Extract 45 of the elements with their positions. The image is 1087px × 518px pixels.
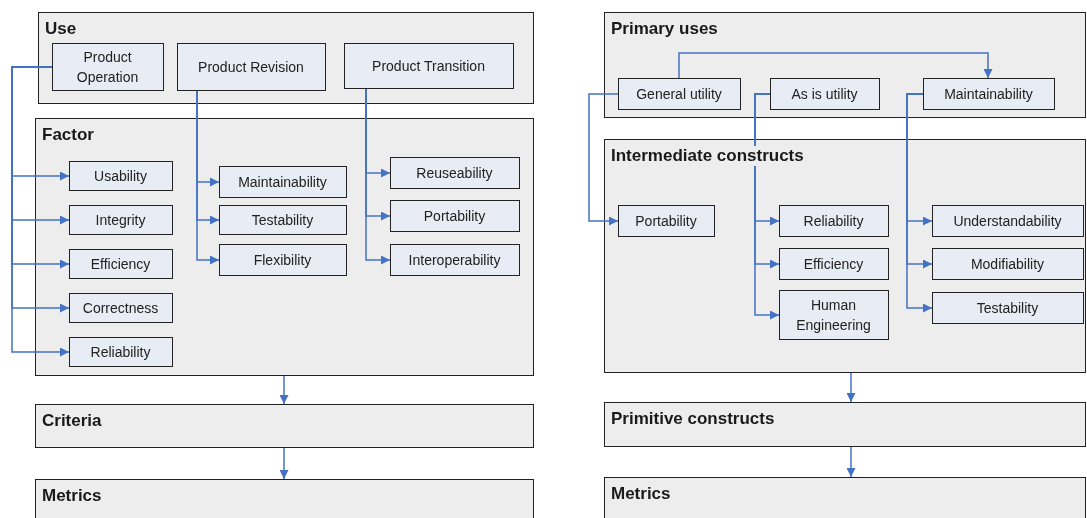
arrow — [365, 88, 391, 265]
quality-box: Efficiency — [68, 248, 173, 279]
arrow — [196, 90, 220, 265]
arrow — [754, 93, 780, 320]
quality-box: Maintainability — [218, 165, 347, 198]
quality-box: General utility — [617, 77, 741, 110]
arrow — [279, 375, 289, 405]
group-panel — [604, 12, 1086, 118]
quality-box: Testability — [931, 291, 1084, 324]
group-panel — [604, 402, 1086, 447]
quality-box: Flexibility — [218, 243, 347, 276]
quality-box: Understandability — [931, 204, 1084, 237]
quality-box: Testability — [218, 204, 347, 235]
quality-box: Reuseability — [389, 156, 520, 189]
quality-box: As is utility — [769, 77, 880, 110]
group-panel — [35, 404, 534, 448]
group-panel — [604, 477, 1086, 518]
quality-box: Portability — [617, 204, 715, 237]
arrow — [678, 52, 993, 79]
quality-box: Reliability — [68, 336, 173, 367]
group-panel — [35, 479, 534, 518]
arrow — [846, 446, 856, 478]
quality-box: Product Operation — [51, 42, 164, 91]
quality-box: Human Engineering — [778, 289, 889, 340]
panel-heading: Intermediate constructs — [611, 146, 804, 166]
arrow — [279, 447, 289, 480]
quality-box: Modifiability — [931, 247, 1084, 280]
quality-box: Correctness — [68, 292, 173, 323]
arrow — [588, 93, 619, 226]
quality-box: Maintainability — [922, 77, 1055, 110]
quality-box: Usability — [68, 160, 173, 191]
group-panel — [35, 118, 534, 376]
arrow — [11, 66, 70, 357]
quality-box: Product Revision — [176, 42, 326, 91]
quality-box: Reliability — [778, 204, 889, 237]
quality-box: Product Transition — [343, 42, 514, 89]
group-panel — [604, 139, 1086, 373]
arrow — [846, 372, 856, 403]
panel-heading: Primary uses — [611, 19, 718, 39]
group-panel — [38, 12, 534, 104]
quality-box: Portability — [389, 199, 520, 232]
arrow — [906, 93, 933, 313]
quality-box: Efficiency — [778, 247, 889, 280]
quality-box: Interoperability — [389, 243, 520, 276]
quality-box: Integrity — [68, 204, 173, 235]
